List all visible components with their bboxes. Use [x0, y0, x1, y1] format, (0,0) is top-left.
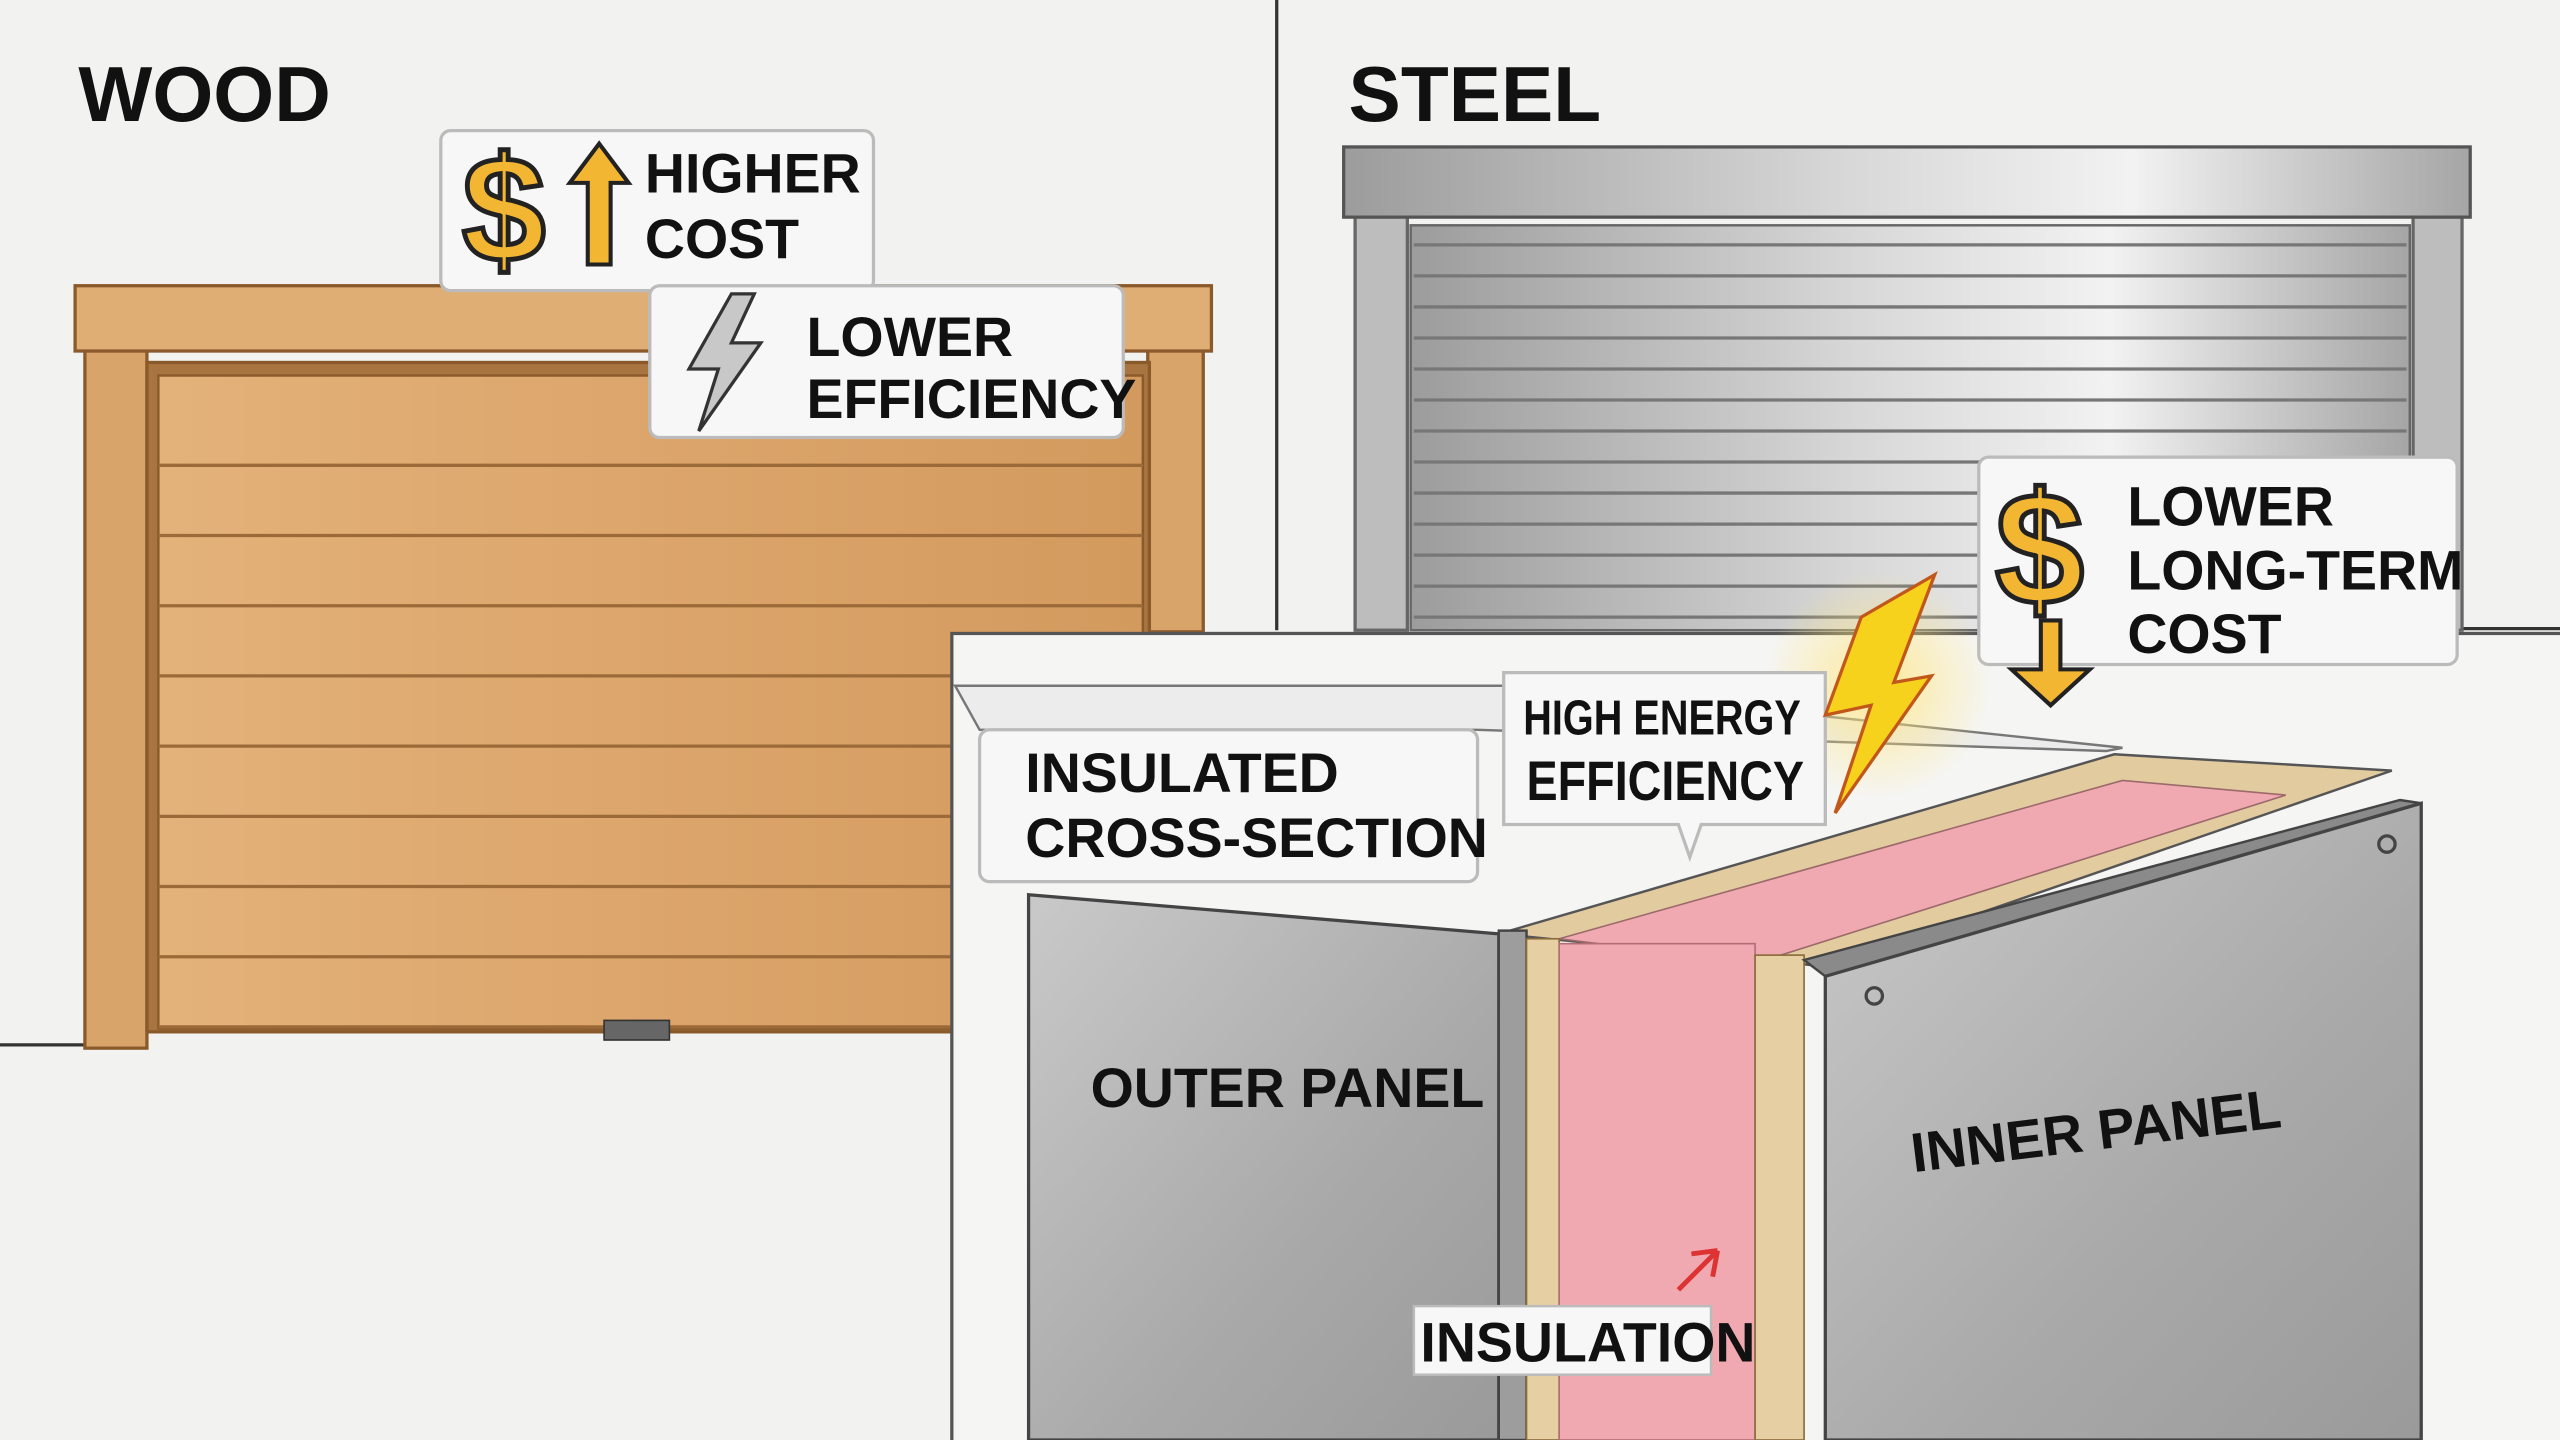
callout-text: HIGH ENERGY: [1523, 692, 1801, 746]
dollar-icon: $: [1995, 459, 2084, 638]
insulation-label: INSULATION: [1420, 1312, 1755, 1374]
dollar-icon: $: [462, 125, 546, 293]
inner-panel: [1823, 801, 2423, 1440]
higher-cost-callout: $ HIGHER COST: [439, 123, 876, 296]
callout-text: EFFICIENCY: [1527, 750, 1805, 812]
rivet: [2377, 834, 2397, 854]
lower-efficiency-callout: LOWER EFFICIENCY: [648, 284, 1137, 440]
high-energy-efficiency-callout: HIGH ENERGY EFFICIENCY: [1502, 570, 1992, 863]
lower-long-term-cost-callout: $ LOWER LONG-TERM COST: [1977, 455, 2463, 709]
callout-text: LOWER: [2127, 476, 2334, 538]
callout-text: HIGHER: [645, 143, 861, 205]
callout-text: INSULATED: [1025, 742, 1338, 804]
callout-text: CROSS-SECTION: [1025, 807, 1488, 869]
lightning-gray-icon: [686, 292, 764, 432]
insulated-cross-section-callout: INSULATED CROSS-SECTION: [977, 728, 1488, 884]
arrow-up-icon: [565, 140, 633, 267]
wood-title: WOOD: [78, 50, 330, 138]
callout-text: EFFICIENCY: [807, 368, 1137, 430]
outer-panel: [1026, 892, 1501, 1440]
insulated-cross-section: OUTER PANEL INNER PANEL INSULATION: [950, 631, 2560, 1440]
steel-title: STEEL: [1349, 50, 1602, 138]
callout-text: COST: [2127, 603, 2281, 665]
callout-text: LONG-TERM: [2127, 539, 2463, 601]
outer-panel-label: OUTER PANEL: [1091, 1057, 1485, 1119]
callout-text: COST: [645, 208, 799, 270]
rivet: [1864, 986, 1885, 1006]
callout-text: LOWER: [807, 306, 1014, 368]
wood-garage-door: [73, 284, 1214, 1050]
door-handle: [603, 1019, 671, 1041]
arrow-icon: [1676, 1248, 1720, 1292]
arrow-down-icon: [2006, 618, 2096, 709]
lightning-yellow-icon: [1822, 570, 1938, 814]
